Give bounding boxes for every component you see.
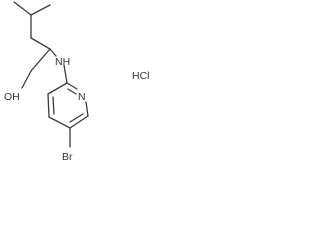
atom-label-pyridine-n: N <box>78 91 86 103</box>
bond-nh-to-ring <box>63 64 68 84</box>
bond-ch-to-chiral <box>30 37 51 50</box>
atom-label-oh: OH <box>4 91 20 103</box>
ring-double-c2-n1 <box>67 88 77 95</box>
atom-label-br: Br <box>62 151 73 163</box>
ring-double-c4-c3 <box>52 96 55 115</box>
ring-bond-c2-n1 <box>66 82 78 90</box>
ring-bond-n1-c6 <box>85 101 89 117</box>
salt-label-hcl: HCl <box>132 70 150 82</box>
bond-chiral-to-ch2 <box>30 48 51 72</box>
ring-bond-c5-c4 <box>48 116 71 129</box>
ring-bond-c4-c3 <box>47 93 50 118</box>
bond-chiral-to-nh <box>49 48 57 57</box>
bond-ch2-to-oh <box>21 70 32 89</box>
ring-bond-c3-c2 <box>47 82 68 95</box>
chemical-structure: OH NH N Br HCl <box>4 1 150 163</box>
atom-label-nh: NH <box>55 56 70 68</box>
bond-methyl-right <box>30 4 51 16</box>
ring-double-c6-c5 <box>69 113 84 123</box>
ring-bond-c6-c5 <box>69 115 89 129</box>
bond-methyl-left <box>13 1 32 16</box>
